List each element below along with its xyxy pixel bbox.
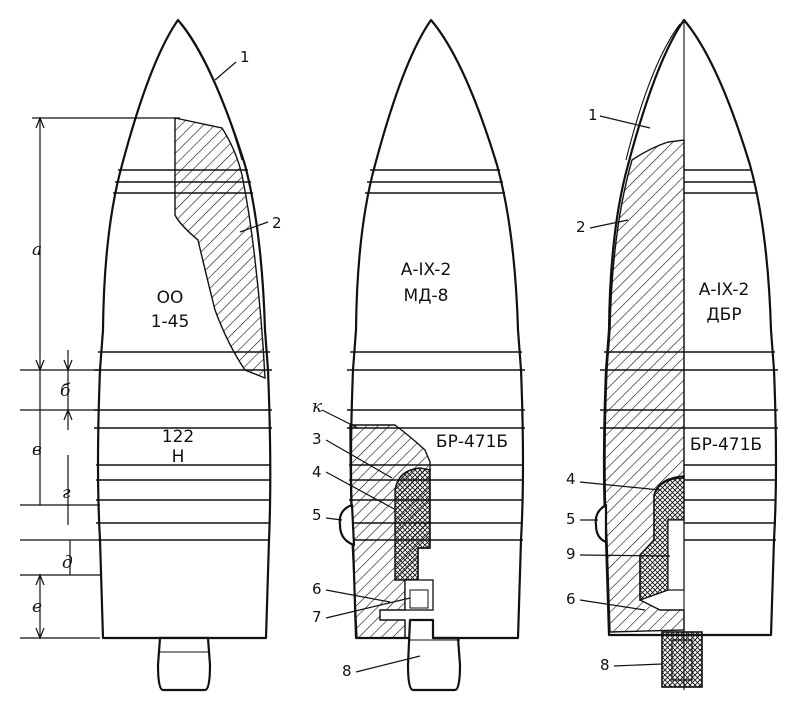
callout-middle-3: 3 (312, 430, 322, 448)
shell-left-marking-line-1: ОО (157, 288, 184, 308)
shell-right-marking-line-2: ДБР (706, 305, 741, 325)
callout-right-2: 2 (576, 218, 586, 236)
callout-middle-8: 8 (342, 662, 352, 680)
shell-right: А-IX-2 ДБР БР-471Б 1 2 4 5 9 6 8 (566, 18, 778, 690)
callout-right-6: 6 (566, 590, 576, 608)
shell-middle-charge (394, 467, 431, 581)
shell-middle-marking-line-1: А-IX-2 (401, 260, 452, 280)
callout-right-1: 1 (588, 106, 598, 124)
shell-left-marking-line-2: 1-45 (151, 312, 190, 332)
dim-v: в (32, 440, 42, 460)
shell-left: ОО 1-45 122 Н 1 2 (94, 18, 282, 692)
dim-a: а (32, 240, 42, 260)
callout-right-5: 5 (566, 510, 576, 528)
shell-left-marking-line-3: 122 (162, 427, 194, 447)
shell-right-marking-line-1: А-IX-2 (699, 280, 750, 300)
callout-left-1: 1 (240, 48, 250, 66)
callout-middle-6: 6 (312, 580, 322, 598)
callout-right-8: 8 (600, 656, 610, 674)
shell-middle-marking-line-2: МД-8 (404, 286, 449, 306)
callout-middle-7: 7 (312, 608, 322, 626)
dim-g: г (62, 483, 71, 503)
callout-right-4: 4 (566, 470, 576, 488)
dimension-lines: а б в г д е (20, 116, 180, 640)
shell-right-charge (639, 475, 685, 601)
dim-d: д (62, 553, 73, 573)
callout-left-2: 2 (272, 214, 282, 232)
shell-middle-marking-line-3: БР-471Б (436, 432, 508, 452)
callout-middle-4: 4 (312, 463, 322, 481)
callout-middle-k: к (312, 397, 323, 417)
callout-middle-5: 5 (312, 506, 322, 524)
shell-right-marking-line-3: БР-471Б (690, 435, 762, 455)
dim-e: е (32, 597, 42, 617)
shell-middle: А-IX-2 МД-8 БР-471Б к 3 4 5 6 7 8 (312, 18, 525, 692)
callout-right-9: 9 (566, 545, 576, 563)
shell-left-section (174, 117, 266, 380)
shell-left-marking-line-4: Н (172, 447, 185, 467)
dim-b: б (60, 381, 71, 401)
